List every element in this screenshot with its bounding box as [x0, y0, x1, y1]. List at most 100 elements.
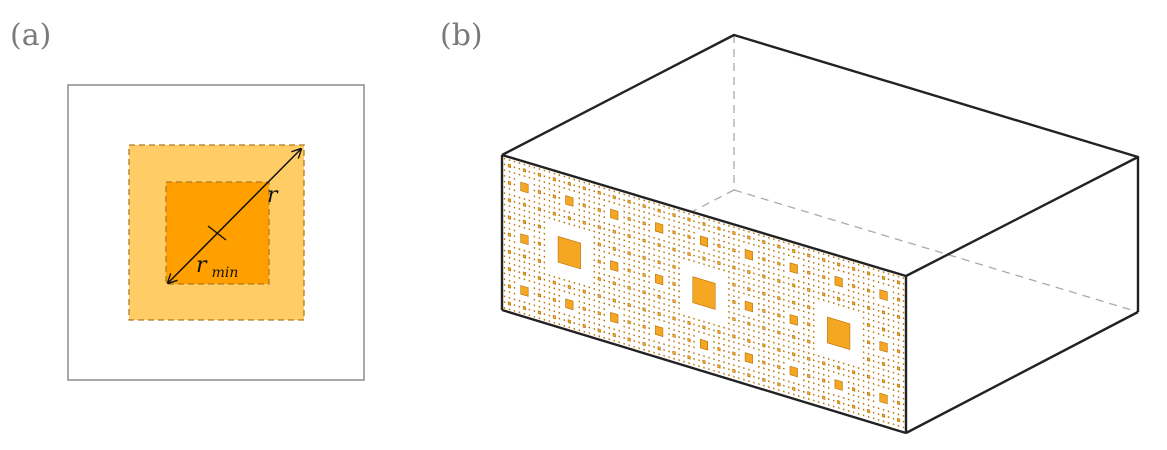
carpet-hole: [627, 302, 631, 308]
carpet-hole: [902, 328, 905, 331]
carpet-hole: [792, 300, 796, 305]
carpet-hole: [777, 296, 781, 301]
carpet-hole: [877, 418, 880, 421]
carpet-hole: [533, 212, 536, 215]
carpet-hole: [738, 308, 740, 311]
carpet-hole: [528, 199, 531, 202]
carpet-hole: [887, 318, 890, 321]
carpet-hole: [807, 266, 810, 269]
carpet-hole: [822, 367, 825, 370]
carpet-hole: [842, 293, 845, 296]
carpet-hole: [762, 308, 766, 314]
carpet-hole: [648, 315, 650, 318]
carpet-hole: [748, 294, 750, 297]
carpet-hole: [763, 373, 765, 376]
carpet-hole: [902, 397, 905, 400]
panel-a-label: (a): [10, 18, 52, 53]
carpet-hole: [867, 364, 870, 367]
carpet-hole: [623, 210, 625, 213]
carpet-hole: [503, 203, 506, 206]
carpet-hole: [543, 313, 546, 316]
carpet-hole: [777, 330, 781, 335]
carpet-hole: [537, 172, 542, 177]
carpet-hole: [748, 316, 750, 319]
carpet-hole: [872, 359, 875, 362]
carpet-hole: [832, 296, 835, 299]
carpet-hole: [683, 354, 685, 357]
carpet-hole: [807, 352, 810, 355]
carpet-hole: [778, 291, 780, 294]
carpet-hole: [817, 377, 820, 380]
carpet-hole: [897, 338, 900, 341]
carpet-hole: [713, 260, 715, 263]
carpet-hole: [743, 229, 745, 232]
carpet-hole: [668, 229, 670, 232]
carpet-hole: [723, 366, 725, 369]
carpet-hole: [573, 218, 576, 221]
carpet-hole: [723, 251, 725, 255]
carpet-hole: [881, 378, 886, 384]
carpet-hole: [713, 340, 715, 343]
carpet-hole: [642, 204, 646, 209]
carpet-hole: [768, 328, 770, 331]
carpet-hole: [733, 226, 735, 229]
carpet-hole: [578, 214, 581, 217]
carpet-hole: [902, 363, 905, 366]
carpet-hole: [648, 258, 650, 261]
carpet-hole: [603, 330, 606, 333]
carpet-hole: [653, 259, 655, 262]
carpet-hole: [553, 287, 556, 290]
carpet-hole: [862, 356, 865, 359]
carpet-hole: [773, 387, 775, 390]
carpet-hole: [658, 238, 660, 241]
carpet-hole: [762, 274, 766, 279]
carpet-hole: [648, 252, 650, 255]
carpet-hole: [573, 293, 576, 296]
carpet-hole: [613, 242, 615, 245]
carpet-hole: [783, 344, 785, 347]
carpet-hole: [548, 171, 551, 174]
carpet-hole: [837, 407, 840, 410]
carpet-hole: [872, 285, 875, 288]
carpet-hole: [533, 206, 536, 209]
carpet-hole: [902, 334, 905, 337]
carpet-hole: [882, 271, 885, 274]
carpet-hole: [832, 261, 835, 265]
carpet-hole: [668, 247, 670, 250]
carpet-hole: [723, 246, 725, 249]
carpet-hole: [578, 306, 581, 309]
carpet-hole: [583, 227, 586, 230]
carpet-hole: [832, 359, 835, 362]
carpet-hole: [573, 178, 576, 181]
carpet-hole: [866, 391, 871, 397]
carpet-hole: [507, 163, 512, 169]
carpet-hole: [773, 289, 775, 293]
carpet-hole: [857, 269, 860, 272]
carpet-hole: [643, 302, 645, 305]
carpet-hole: [548, 291, 551, 294]
carpet-hole: [702, 359, 706, 365]
carpet-hole: [638, 301, 640, 304]
carpet-hole: [862, 328, 865, 331]
carpet-hole: [648, 281, 650, 284]
carpet-hole: [548, 303, 551, 306]
carpet-hole: [783, 384, 785, 387]
carpet-hole: [528, 216, 531, 219]
carpet-hole: [817, 372, 820, 375]
carpet-hole: [678, 330, 680, 333]
carpet-hole: [663, 262, 665, 265]
carpet-hole: [827, 380, 830, 383]
carpet-hole: [608, 252, 611, 255]
carpet-hole: [717, 243, 721, 248]
carpet-hole: [812, 313, 815, 316]
carpet-hole: [618, 203, 620, 206]
carpet-hole: [768, 317, 770, 320]
carpet-hole: [703, 263, 705, 266]
carpet-hole: [902, 277, 905, 280]
carpet-hole: [593, 322, 596, 325]
carpet-hole: [538, 168, 541, 171]
carpet-hole: [658, 353, 660, 356]
carpet-hole: [588, 320, 591, 323]
carpet-hole: [518, 311, 521, 314]
carpet-hole: [537, 293, 542, 298]
